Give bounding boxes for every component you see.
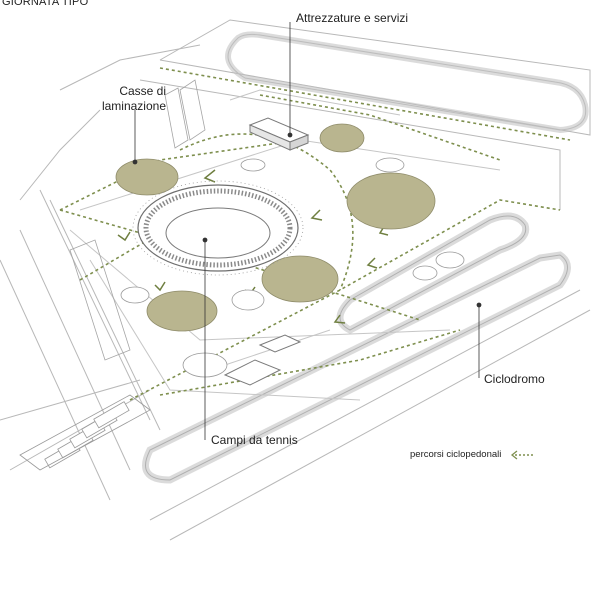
lower-track (142, 251, 571, 484)
label-attrezzature: Attrezzature e servizi (296, 11, 409, 25)
label-ciclodromo: Ciclodromo (484, 372, 545, 386)
legend: percorsi ciclopedonali (410, 449, 535, 460)
top-left-structures (69, 79, 206, 361)
tennis-stadium (132, 180, 304, 276)
service-buildings (223, 117, 310, 386)
upper-track (225, 31, 589, 134)
legend-label: percorsi ciclopedonali (410, 449, 502, 460)
leader-lines (132, 22, 482, 440)
label-casse-line1: Casse di (119, 84, 166, 98)
retention-basins (115, 123, 436, 332)
page-title: GIORNATA TIPO (2, 0, 89, 8)
label-casse-laminazione: Casse di laminazione (76, 84, 166, 114)
label-campi-tennis: Campi da tennis (211, 433, 298, 447)
dashed-arrow-icon (511, 449, 535, 460)
ciclodromo-track (336, 212, 530, 334)
label-casse-line2: laminazione (101, 99, 166, 113)
parking-rows (19, 394, 151, 471)
